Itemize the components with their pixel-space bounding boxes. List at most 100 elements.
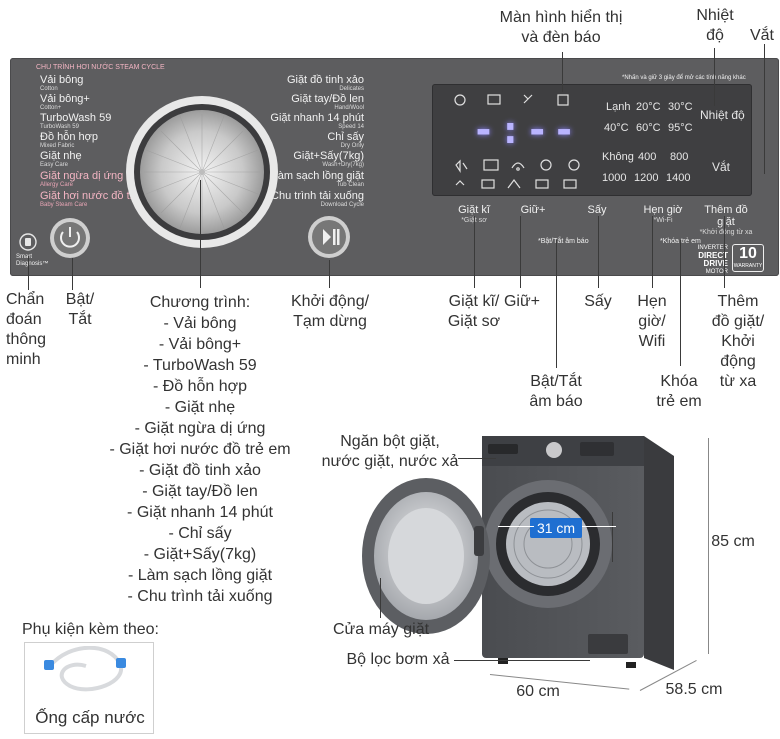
steam-cycle-header: CHU TRÌNH HƠI NƯỚC STEAM CYCLE: [36, 64, 165, 71]
smart-diagnosis-callout: Chẩn đoán thông minh: [6, 291, 47, 368]
program-name-en: Hand/Wool: [334, 105, 364, 111]
program-name: Giặt nhanh 14 phút: [270, 112, 364, 124]
function-button-label: Giữ+: [520, 204, 546, 216]
program-list-item: - Làm sạch lồng giặt: [127, 567, 273, 584]
function-button[interactable]: Giữ+: [508, 204, 558, 216]
program-name-en: Tub Clean: [336, 182, 364, 188]
direct-drive-text: DIRECT DRIVE: [698, 251, 728, 268]
hose-label: Ống cấp nước: [35, 708, 145, 727]
start-pause-button[interactable]: [306, 214, 352, 260]
prewash-callout: Giặt kĩ/ Giặt sơ: [447, 293, 501, 330]
height-label: 85 cm: [711, 533, 755, 550]
hold-callout: Giữ+: [503, 293, 541, 310]
program-list-item: - Vải bông+: [158, 336, 242, 353]
programs-list: Chương trình: - Vải bông- Vải bông+- Tur…: [100, 292, 300, 607]
program-name-en: Wash+Dry(7kg): [322, 162, 364, 168]
accessory-box: [24, 642, 154, 734]
detergent-callout: Ngăn bột giặt, nước giặt, nước xả: [321, 433, 459, 470]
program-name-en: Baby Steam Care: [40, 202, 88, 208]
program-list-item: - Vải bông: [163, 315, 237, 332]
door-callout: Cửa máy giặt: [332, 621, 430, 638]
spin-option: 1400: [666, 172, 691, 184]
spin-option: 800: [670, 151, 689, 163]
program-name: Giặt ngừa dị ứng: [40, 170, 124, 182]
door-leader: [380, 578, 381, 618]
spin-option: 1000: [602, 172, 627, 184]
spin-option: 1200: [634, 172, 659, 184]
temp-callout: Nhiệt độ: [696, 7, 734, 44]
accessories-heading: Phụ kiện kèm theo:: [22, 621, 159, 638]
program-name: Giặt tay/Đồ len: [291, 93, 364, 105]
function-button[interactable]: Sấy: [574, 204, 620, 216]
diameter-badge: 31 cm: [530, 518, 582, 538]
program-list-item: - Giặt ngừa dị ứng: [134, 420, 266, 437]
program-name-en: Allergy Care: [40, 182, 74, 188]
smart-diagnosis-label: Smart Diagnosis™: [16, 254, 49, 267]
spin-option: 400: [638, 151, 657, 163]
program-name-en: Download Cycle: [320, 202, 364, 208]
program-name: Chỉ sấy: [327, 131, 364, 143]
warranty-text: WARRANTY: [733, 263, 763, 269]
beep-hint: *Bật/Tắt âm báo: [538, 238, 589, 245]
spin-callout: Vắt: [749, 27, 774, 44]
function-button[interactable]: Thêm đồ giặt*Khởi động từ xa: [696, 204, 756, 237]
filter-leader: [454, 660, 590, 661]
warranty-number: 10: [739, 245, 757, 262]
temperature-button[interactable]: Nhiệt độ: [700, 108, 745, 122]
timer-leader: [652, 216, 653, 288]
function-button[interactable]: Giặt kĩ*Giặt sơ: [440, 204, 508, 225]
dry-leader: [598, 216, 599, 288]
program-name: Giặt hơi nước đồ trẻ em: [40, 190, 158, 202]
function-button-label: Thêm đồ giặt: [704, 204, 748, 228]
program-name: TurboWash 59: [40, 112, 112, 124]
temperature-option: Lạnh: [606, 101, 631, 113]
spin-button[interactable]: Vắt: [712, 160, 731, 174]
program-dial[interactable]: [124, 94, 284, 254]
power-callout: Bật/ Tắt: [65, 291, 95, 328]
program-name-en: Cotton: [40, 86, 58, 92]
display-callout: Màn hình hiển thị và đèn báo: [499, 9, 623, 46]
program-name-en: Dry Only: [340, 143, 364, 149]
smart-diagnosis-icon: [19, 233, 37, 251]
dry-callout: Sấy: [584, 293, 612, 310]
program-list-item: - Giặt+Sấy(7kg): [143, 546, 257, 563]
program-name: Làm sạch lồng giặt: [271, 170, 364, 182]
right-program-item: Giặt+Sấy(7kg)Wash+Dry(7kg): [293, 150, 364, 169]
display-digits: -:--: [472, 108, 580, 152]
filter-callout: Bộ lọc bơm xả: [346, 651, 450, 668]
status-icons: [454, 94, 580, 189]
temperature-option: 95°C: [668, 122, 693, 134]
program-list-item: - Đồ hỗn hợp: [152, 378, 248, 395]
inverter-logo: INVERTER DIRECT DRIVE MOTOR: [674, 244, 728, 276]
temp-leader: [714, 48, 715, 106]
program-name: Giặt nhẹ: [40, 150, 82, 162]
beep-callout: Bật/Tắt âm báo: [529, 373, 583, 410]
temperature-option: 40°C: [604, 122, 629, 134]
dial-leader: [200, 180, 201, 288]
function-button-label: Giặt kĩ: [458, 204, 490, 216]
diameter-line-right: [582, 526, 616, 527]
function-button-label: Sấy: [587, 204, 607, 216]
start-pause-callout: Khởi động/ Tạm dừng: [290, 293, 370, 330]
function-button[interactable]: Hẹn giờ*Wi-Fi: [630, 204, 696, 225]
spin-option: Không: [602, 151, 634, 163]
power-leader: [72, 258, 73, 290]
program-name: Giặt+Sấy(7kg): [293, 150, 364, 162]
motor-text: MOTOR: [705, 269, 728, 275]
spin-leader: [764, 44, 765, 174]
programs-heading: Chương trình:: [149, 294, 251, 311]
program-name-en: TurboWash 59: [40, 124, 79, 130]
program-list-item: - Chu trình tải xuống: [127, 588, 273, 605]
program-name-en: Cotton+: [40, 105, 62, 111]
power-button[interactable]: [48, 216, 92, 260]
function-button-sub: *Giặt sơ: [461, 217, 487, 224]
start-leader: [329, 260, 330, 288]
